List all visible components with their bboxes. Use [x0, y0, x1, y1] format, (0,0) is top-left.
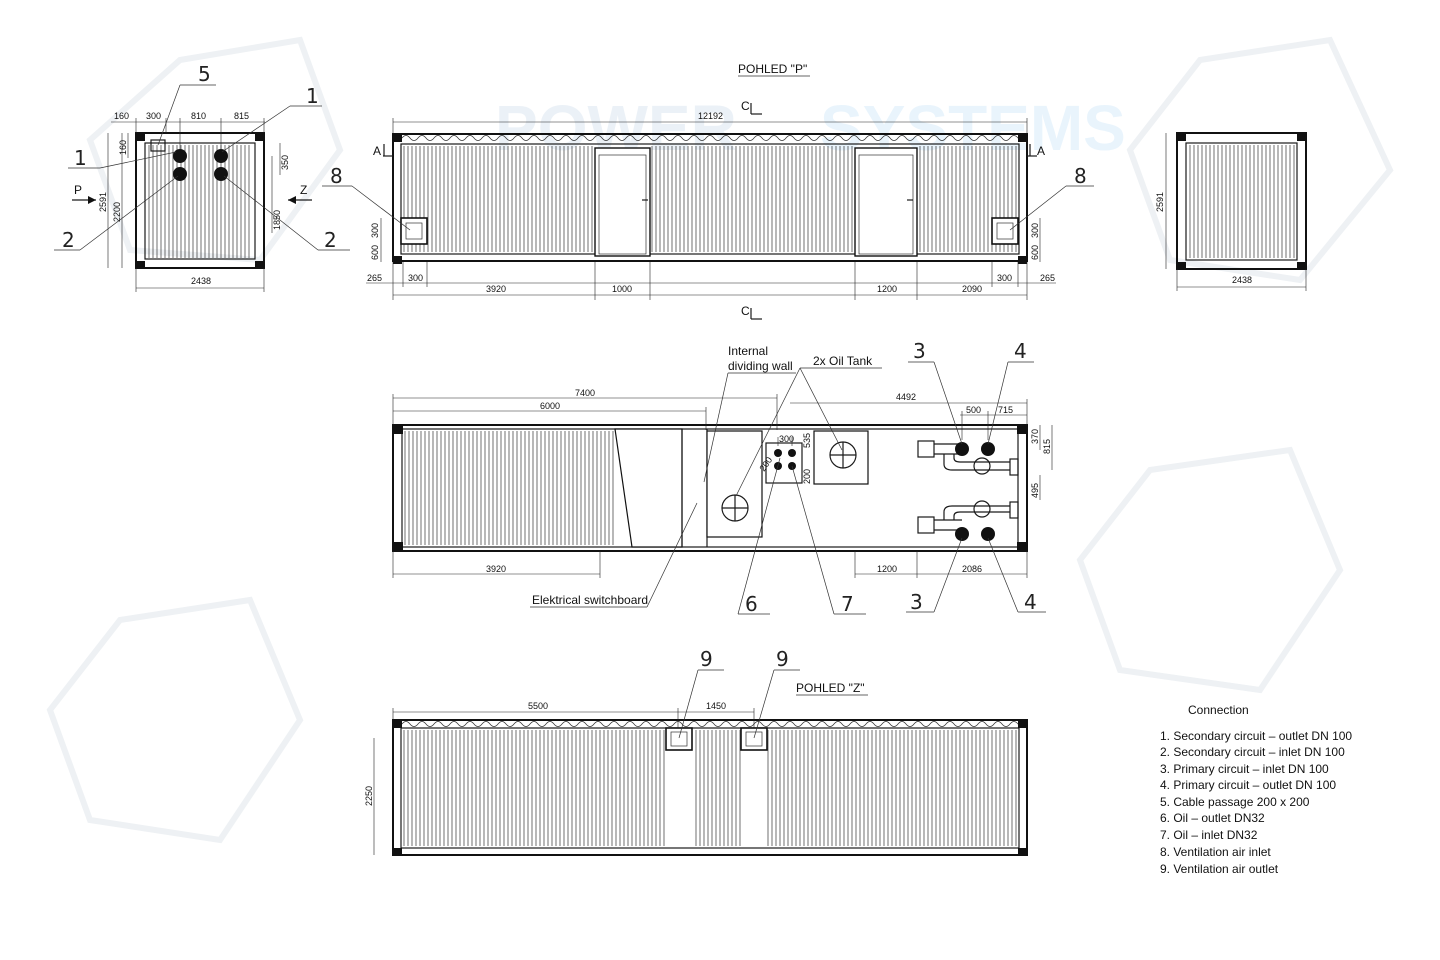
dim-plan-200: 200	[802, 469, 812, 484]
dim-front-300-vertical-left: 300	[370, 223, 380, 238]
dim-left-300: 300	[146, 111, 161, 121]
dim-front-600-vertical-left: 600	[370, 245, 380, 260]
dim-left-2591: 2591	[98, 192, 108, 212]
dim-front-300-right: 300	[997, 273, 1012, 283]
front-view-p: POHLED "P" 12192 C A	[322, 62, 1094, 300]
dim-left-350: 350	[280, 155, 290, 170]
dim-plan-3920: 3920	[486, 564, 506, 574]
dim-left-2200: 2200	[112, 202, 122, 222]
label-oil-tank: 2x Oil Tank	[813, 354, 873, 368]
balloon-4-bottom: 4	[1024, 590, 1037, 614]
dim-left-1850: 1850	[272, 210, 282, 230]
dim-front-300-vertical-right: 300	[1030, 223, 1040, 238]
legend-item-4: 4. Primary circuit – outlet DN 100	[1160, 778, 1336, 792]
section-mark-a-right: A	[1037, 144, 1045, 158]
dim-back-2250: 2250	[364, 786, 374, 806]
balloon-2-left-left: 2	[62, 228, 75, 252]
front-view-title: POHLED "P"	[738, 62, 807, 76]
dim-front-265-right: 265	[1040, 273, 1055, 283]
view-arrow-z: Z	[300, 183, 307, 197]
balloon-1-left-right: 1	[306, 84, 319, 108]
legend-title: Connection	[1188, 703, 1249, 717]
balloon-3-top: 3	[913, 339, 926, 363]
legend-item-5: 5. Cable passage 200 x 200	[1160, 795, 1310, 809]
legend-item-6: 6. Oil – outlet DN32	[1160, 811, 1265, 825]
dim-plan-495: 495	[1030, 483, 1040, 498]
dim-back-1450: 1450	[706, 701, 726, 711]
label-electrical-switchboard: Elektrical switchboard	[532, 593, 648, 607]
dim-plan-300: 300	[779, 434, 794, 444]
dim-plan-715: 715	[998, 405, 1013, 415]
dim-front-2090: 2090	[962, 284, 982, 294]
balloon-7: 7	[841, 592, 854, 616]
balloon-3-bottom: 3	[910, 590, 923, 614]
dim-plan-815: 815	[1042, 439, 1052, 454]
dim-plan-1200: 1200	[877, 564, 897, 574]
right-end-view: 2591 2438	[1155, 132, 1307, 291]
dim-front-12192: 12192	[698, 111, 723, 121]
back-view-title: POHLED "Z"	[796, 681, 865, 695]
dim-plan-2086: 2086	[962, 564, 982, 574]
dim-left-160: 160	[114, 111, 129, 121]
dim-front-265-left: 265	[367, 273, 382, 283]
dim-left-815: 815	[234, 111, 249, 121]
balloon-9-right: 9	[776, 647, 789, 671]
dim-front-1200: 1200	[877, 284, 897, 294]
dim-front-1000: 1000	[612, 284, 632, 294]
balloon-4-top: 4	[1014, 339, 1027, 363]
balloon-2-left-right: 2	[324, 228, 337, 252]
dim-plan-535: 535	[802, 433, 812, 448]
balloon-6: 6	[745, 592, 758, 616]
dim-left-2438: 2438	[191, 276, 211, 286]
dim-front-600-vertical-right: 600	[1030, 245, 1040, 260]
dim-right-2591: 2591	[1155, 192, 1165, 212]
background-watermark: POWER SYSTEMS	[46, 36, 1394, 844]
view-arrow-p: P	[74, 183, 82, 197]
label-internal-wall-line1: Internal	[728, 344, 768, 358]
dim-left-160-vertical: 160	[118, 140, 128, 155]
legend-item-2: 2. Secondary circuit – inlet DN 100	[1160, 745, 1345, 759]
dim-front-300-left: 300	[408, 273, 423, 283]
dim-plan-7400: 7400	[575, 388, 595, 398]
back-view-z: POHLED "Z" 5500 1450 2250 9 9	[364, 647, 1028, 856]
balloon-1-left-left: 1	[74, 146, 87, 170]
balloon-5-left: 5	[198, 62, 211, 86]
dim-plan-370: 370	[1030, 429, 1040, 444]
balloon-8-left: 8	[330, 164, 343, 188]
dim-left-810: 810	[191, 111, 206, 121]
dim-back-5500: 5500	[528, 701, 548, 711]
legend-item-3: 3. Primary circuit – inlet DN 100	[1160, 762, 1329, 776]
section-mark-c-bottom: C	[741, 304, 750, 318]
legend-item-7: 7. Oil – inlet DN32	[1160, 828, 1258, 842]
section-mark-c-top: C	[741, 99, 750, 113]
dim-plan-6000: 6000	[540, 401, 560, 411]
legend-item-9: 9. Ventilation air outlet	[1160, 862, 1279, 876]
left-end-view: 160 300 810 815 2591 2200 160 1850 350 2…	[54, 62, 350, 292]
label-internal-wall-line2: dividing wall	[728, 359, 793, 373]
dim-plan-4492: 4492	[896, 392, 916, 402]
connection-legend: Connection 1. Secondary circuit – outlet…	[1160, 703, 1352, 876]
legend-item-8: 8. Ventilation air inlet	[1160, 845, 1271, 859]
balloon-9-left: 9	[700, 647, 713, 671]
balloon-8-right: 8	[1074, 164, 1087, 188]
section-mark-a-left: A	[373, 144, 381, 158]
dim-front-3920: 3920	[486, 284, 506, 294]
dim-right-2438: 2438	[1232, 275, 1252, 285]
plan-view: 200 Internal dividing wall 2x Oil Tank	[392, 304, 1053, 616]
legend-item-1: 1. Secondary circuit – outlet DN 100	[1160, 729, 1352, 743]
dim-plan-500: 500	[966, 405, 981, 415]
